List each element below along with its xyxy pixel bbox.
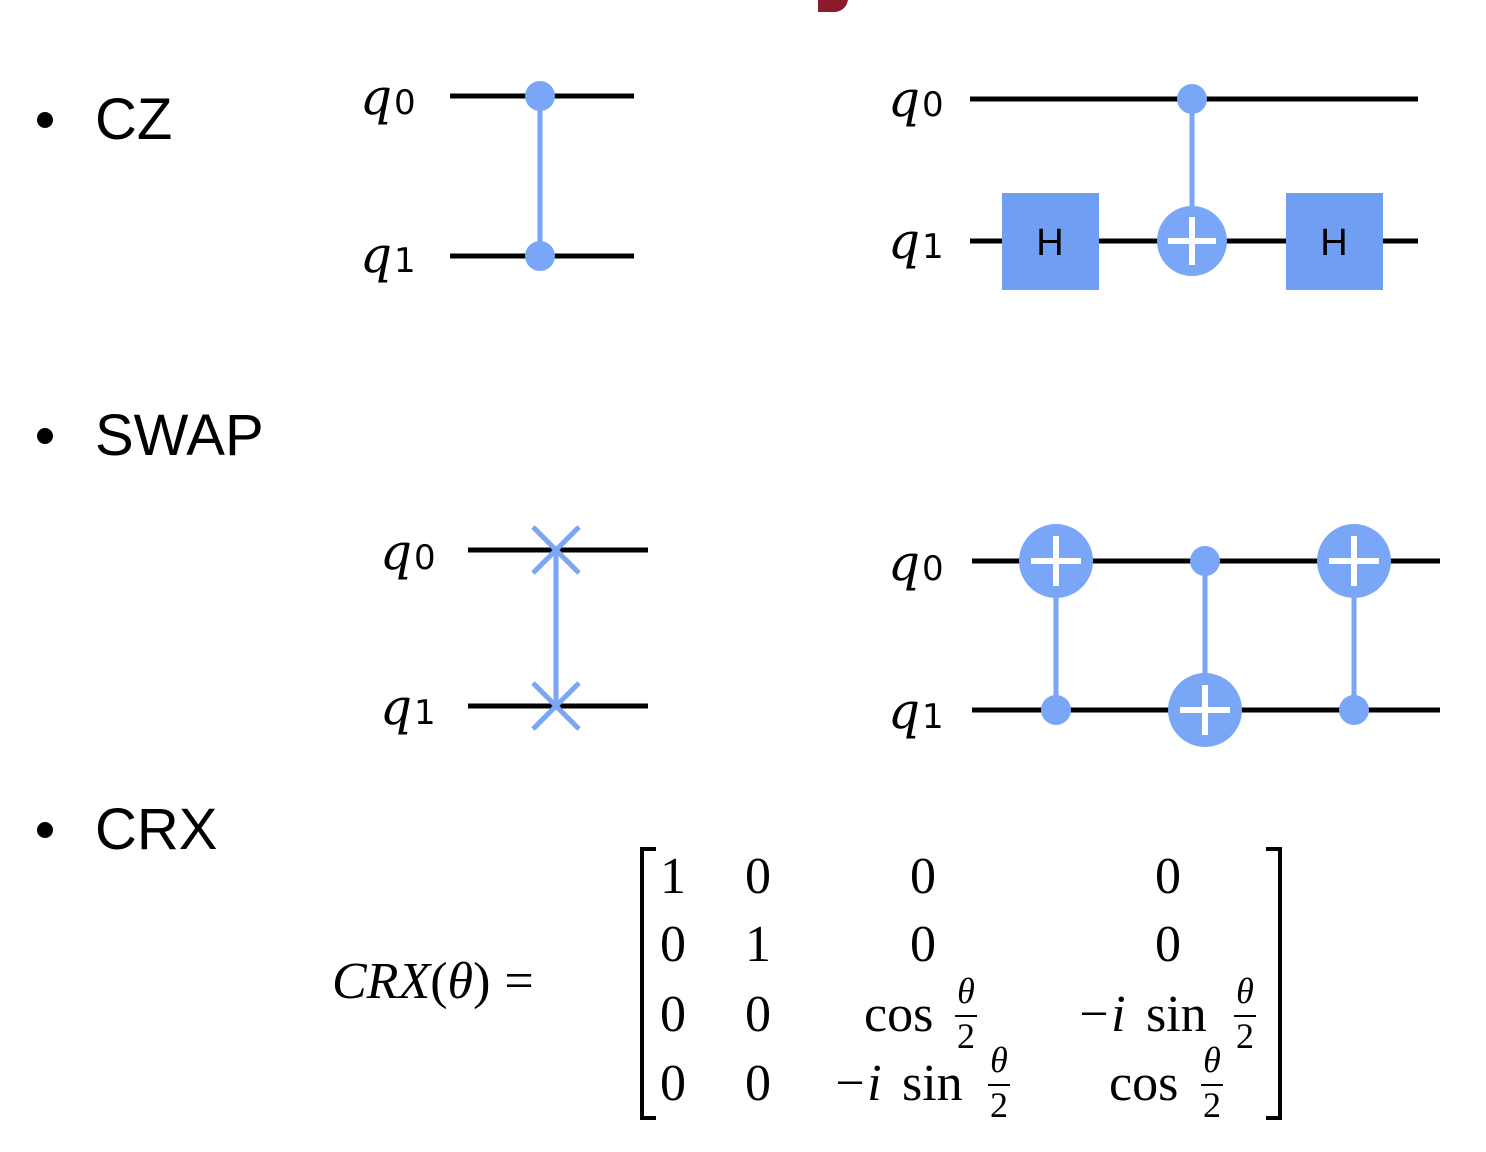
svg-text:sin: sin	[902, 1055, 963, 1112]
matrix-cell-cos-half-theta: cos θ 2	[864, 971, 977, 1056]
svg-text:sin: sin	[1146, 986, 1207, 1043]
svg-text:θ: θ	[1203, 1040, 1221, 1080]
matrix-cell-cos-half-theta: cos θ 2	[1109, 1040, 1223, 1125]
svg-text:2: 2	[957, 1016, 975, 1056]
svg-text:θ: θ	[957, 971, 975, 1011]
swap-cross	[531, 681, 581, 731]
matrix-cell: 0	[660, 916, 686, 973]
bullet-swap: SWAP	[37, 403, 264, 468]
qubit-label-q0: q0	[888, 70, 944, 128]
matrix-cell-minus-i-sin-half-theta: −i sin θ 2	[832, 1040, 1010, 1125]
swap-cross	[531, 525, 581, 575]
crx-lhs: CRX(θ)=	[332, 953, 534, 1010]
control-dot	[1190, 546, 1220, 576]
cz-decomposition-circuit: q0 q1 H H	[888, 70, 1418, 290]
matrix-cell: 0	[745, 848, 771, 905]
svg-text:−i: −i	[1076, 986, 1126, 1043]
bullet-cz: CZ	[37, 87, 172, 152]
bullet-crx: CRX	[37, 797, 217, 862]
hadamard-gate	[1286, 193, 1383, 290]
svg-text:θ: θ	[990, 1040, 1008, 1080]
crx-equation: CRX(θ)= 1 0 0 0 0 1 0 0 0 0 cos θ 2 −i s…	[332, 847, 1282, 1125]
control-dot	[1041, 695, 1071, 725]
matrix-cell-minus-i-sin-half-theta: −i sin θ 2	[1076, 971, 1256, 1056]
matrix-bracket-left	[640, 847, 656, 1120]
qubit-label-q0: q0	[380, 523, 436, 581]
bullet-label: CZ	[95, 87, 172, 152]
cz-circuit: q0 q1	[360, 68, 634, 284]
bullet-label: CRX	[95, 797, 217, 862]
matrix-cell: 0	[910, 916, 936, 973]
matrix-cell: 0	[1155, 848, 1181, 905]
matrix-cell: 0	[660, 986, 686, 1043]
matrix-cell: 0	[745, 986, 771, 1043]
bullet-dot	[37, 112, 53, 128]
svg-text:−i: −i	[832, 1055, 882, 1112]
swap-decomposition-circuit: q0 q1	[888, 524, 1440, 747]
control-dot	[525, 241, 555, 271]
control-dot	[1339, 695, 1369, 725]
svg-text:cos: cos	[1109, 1055, 1178, 1112]
matrix-cell: 0	[745, 1055, 771, 1112]
matrix-cell: 1	[660, 848, 686, 905]
matrix-bracket-right	[1266, 847, 1282, 1120]
svg-text:2: 2	[990, 1085, 1008, 1125]
bullet-label: SWAP	[95, 403, 264, 468]
svg-text:2: 2	[1203, 1085, 1221, 1125]
svg-text:cos: cos	[864, 986, 933, 1043]
qubit-label-q0: q0	[888, 534, 944, 592]
qubit-label-q1: q1	[888, 212, 944, 270]
bullet-dot	[37, 428, 53, 444]
bullet-dot	[37, 822, 53, 838]
svg-text:θ: θ	[1236, 971, 1254, 1011]
matrix-cell: 0	[660, 1055, 686, 1112]
qubit-label-q0: q0	[360, 68, 416, 126]
matrix-cell: 0	[1155, 916, 1181, 973]
swap-circuit: q0 q1	[380, 523, 648, 736]
control-dot	[525, 81, 555, 111]
matrix-cell: 0	[910, 848, 936, 905]
hadamard-label: H	[1036, 222, 1063, 264]
control-dot	[1177, 84, 1207, 114]
partial-title-glyph	[818, 0, 848, 12]
qubit-label-q1: q1	[888, 682, 944, 740]
qubit-label-q1: q1	[380, 678, 436, 736]
hadamard-label: H	[1320, 222, 1347, 264]
qubit-label-q1: q1	[360, 226, 416, 284]
matrix-cell: 1	[745, 916, 771, 973]
svg-text:2: 2	[1236, 1016, 1254, 1056]
hadamard-gate	[1002, 193, 1099, 290]
